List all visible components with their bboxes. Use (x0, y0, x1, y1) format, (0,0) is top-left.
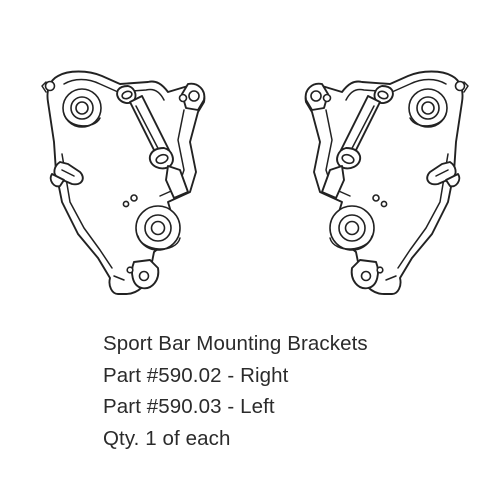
caption-part-right: Part #590.02 - Right (103, 363, 289, 387)
caption-title: Sport Bar Mounting Brackets (103, 332, 368, 355)
bracket-left-drawing (304, 70, 469, 295)
bracket-right-drawing (41, 70, 206, 295)
caption-quantity: Qty. 1 of each (103, 426, 231, 450)
caption-part-left: Part #590.03 - Left (103, 395, 275, 418)
product-caption: Sport Bar Mounting Brackets Part #590.02… (103, 328, 368, 454)
